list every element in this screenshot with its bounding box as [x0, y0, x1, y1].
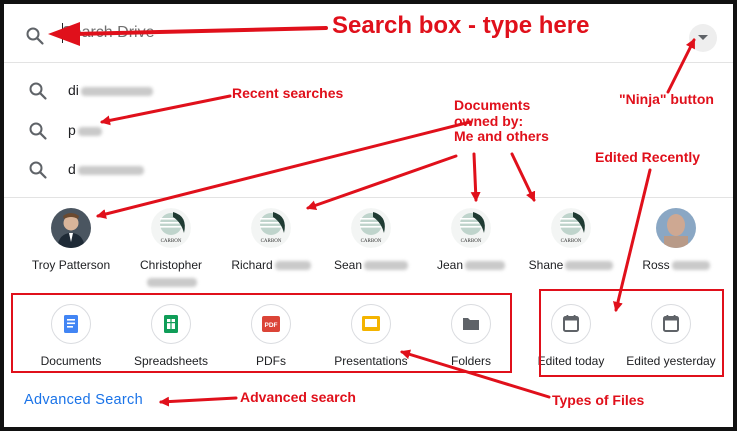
carbon-logo-text: CARBON: [161, 239, 182, 244]
docs-icon: [51, 304, 91, 344]
blurred-text: [123, 274, 219, 292]
avatar: CARBON: [151, 208, 191, 248]
annotation-ninja: "Ninja" button: [619, 91, 714, 107]
annotation-box-file-types: [11, 293, 512, 373]
carbon-logo-text: CARBON: [461, 239, 482, 244]
search-icon: [28, 160, 48, 185]
person-chip[interactable]: CARBON Jean: [423, 206, 519, 286]
dropdown-arrow-icon: [698, 35, 708, 40]
search-icon: [28, 81, 48, 106]
annotation-arrows: [48, 22, 696, 407]
avatar: CARBON: [351, 208, 391, 248]
carbon-logo-text: CARBON: [361, 239, 382, 244]
filter-label: Edited today: [537, 354, 605, 368]
person-chip[interactable]: CARBON Shane: [523, 206, 619, 286]
person-chip[interactable]: Troy Patterson: [23, 206, 119, 286]
advanced-search-link[interactable]: Advanced Search: [24, 392, 143, 408]
annotation-recent: Recent searches: [232, 85, 344, 101]
avatar: [51, 208, 91, 248]
blurred-text: [77, 165, 144, 175]
person-name: Sean: [323, 258, 419, 272]
pdf-icon: PDF: [251, 304, 291, 344]
filter-label: PDFs: [256, 354, 286, 368]
filter-spreadsheets[interactable]: Spreadsheets: [123, 304, 219, 374]
avatar: CARBON: [551, 208, 591, 248]
filter-label: Documents: [40, 354, 102, 368]
annotation-types: Types of Files: [552, 392, 645, 408]
slides-icon: [351, 304, 391, 344]
filter-presentations[interactable]: Presentations: [323, 304, 419, 374]
recent-search-item[interactable]: di: [4, 71, 304, 111]
filter-label: Spreadsheets: [133, 354, 209, 368]
calendar-icon: [551, 304, 591, 344]
annotation-box-edited-recently: [539, 289, 724, 377]
recent-search-text: d: [68, 161, 144, 177]
carbon-logo-text: CARBON: [261, 239, 282, 244]
person-name: Troy Patterson: [31, 258, 111, 272]
avatar: CARBON: [451, 208, 491, 248]
blurred-text: [80, 86, 153, 96]
recent-search-item[interactable]: p: [4, 111, 304, 151]
person-chip[interactable]: CARBON Christopher: [123, 206, 219, 288]
person-name: Shane: [523, 258, 619, 272]
person-chip[interactable]: CARBON Richard: [223, 206, 319, 286]
recent-search-item[interactable]: d: [4, 150, 304, 190]
recent-search-text: di: [68, 82, 153, 98]
annotation-search-box: Search box - type here: [332, 12, 590, 39]
svg-text:PDF: PDF: [265, 322, 278, 329]
person-name: Richard: [223, 258, 319, 272]
avatar: [656, 208, 696, 248]
filter-label: Folders: [450, 354, 491, 368]
filter-label: Presentations: [334, 354, 408, 368]
search-icon: [25, 26, 45, 51]
annotation-edited-recently: Edited Recently: [595, 149, 701, 165]
person-name: Ross: [628, 258, 724, 272]
carbon-logo-text: CARBON: [561, 239, 582, 244]
filter-documents[interactable]: Documents: [23, 304, 119, 374]
calendar-icon: [651, 304, 691, 344]
filter-edited-yesterday[interactable]: Edited yesterday: [623, 304, 719, 374]
divider: [4, 197, 733, 198]
recent-search-text: p: [68, 122, 102, 138]
sheets-icon: [151, 304, 191, 344]
person-name: Jean: [423, 258, 519, 272]
avatar: CARBON: [251, 208, 291, 248]
annotation-documents-owned: Documents owned by: Me and others: [454, 97, 549, 145]
annotation-advanced: Advanced search: [240, 389, 356, 405]
person-name: Christopher: [139, 258, 203, 272]
filter-label: Edited yesterday: [626, 354, 716, 368]
person-chip[interactable]: Ross: [628, 206, 724, 286]
filter-folders[interactable]: Folders: [423, 304, 519, 374]
filter-pdfs[interactable]: PDF PDFs: [223, 304, 319, 374]
folder-icon: [451, 304, 491, 344]
filter-edited-today[interactable]: Edited today: [523, 304, 619, 374]
search-icon: [28, 121, 48, 146]
person-chip[interactable]: CARBON Sean: [323, 206, 419, 286]
blurred-text: [77, 126, 102, 136]
